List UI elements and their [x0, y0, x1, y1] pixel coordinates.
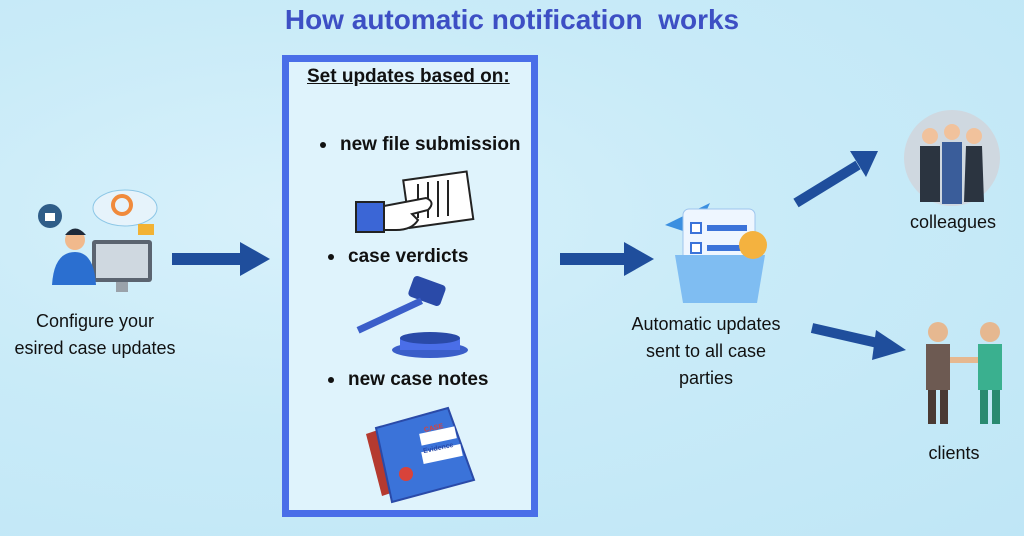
bullet-dot — [320, 141, 326, 148]
recipient-clients: clients — [928, 443, 980, 463]
caption-line: Automatic updates — [631, 314, 781, 334]
caption-line: sent to all case — [645, 341, 767, 361]
automatic-updates-caption: Automatic updates sent to all case parti… — [616, 311, 796, 392]
list-item: new case notes — [328, 369, 488, 391]
arrow-to-colleagues — [793, 151, 878, 208]
file-submission-icon — [355, 170, 475, 233]
panel-heading: Set updates based on: — [307, 66, 510, 87]
arrow-to-clients — [810, 323, 906, 360]
clients-handshake-icon — [926, 322, 1002, 424]
caption-line: parties — [678, 368, 734, 388]
page-title: How automatic notification works — [284, 4, 740, 35]
notification-illustration — [665, 203, 767, 303]
list-item-label: new file submission — [340, 134, 521, 155]
list-item: case verdicts — [328, 246, 468, 268]
bullet-dot — [328, 376, 334, 383]
caption-line: Configure your — [35, 311, 155, 331]
gavel-icon — [356, 275, 468, 358]
list-item-label: new case notes — [348, 369, 489, 390]
recipient-colleagues: colleagues — [909, 212, 997, 232]
arrow-right-1 — [172, 242, 270, 276]
colleagues-group-icon — [904, 110, 1000, 206]
list-item: new file submission — [320, 134, 521, 156]
case-folder-icon — [366, 406, 476, 504]
bullet-dot — [328, 253, 334, 260]
user-computer-illustration — [38, 189, 158, 292]
configure-caption: Configure your esired case updates — [0, 308, 190, 362]
caption-line: esired case updates — [14, 338, 176, 358]
list-item-label: case verdicts — [348, 246, 469, 267]
arrow-right-2 — [560, 242, 654, 276]
